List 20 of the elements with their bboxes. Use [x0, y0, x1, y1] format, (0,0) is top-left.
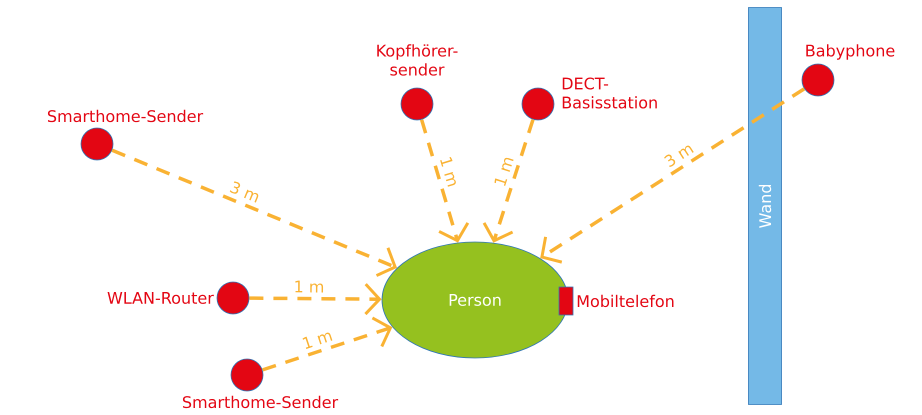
device-label: Smarthome-Sender — [182, 396, 338, 408]
edge-label: 1 m — [438, 154, 461, 190]
edge-label: 1 m — [292, 280, 326, 294]
arrow — [482, 119, 535, 243]
device-label: Kopfhörer-sender — [377, 44, 458, 76]
edge-label: 3 m — [227, 179, 263, 205]
arrow — [249, 283, 382, 316]
device-label: Mobiltelefon — [578, 294, 674, 308]
device-label: Smarthome-Sender — [48, 110, 204, 122]
wall-bar: Wand — [748, 7, 782, 405]
device-label: DECT-Basisstation — [562, 77, 657, 109]
edge-label: 1 m — [299, 328, 335, 351]
arrow — [420, 119, 470, 243]
arrow — [540, 87, 806, 264]
device-label: WLAN-Router — [108, 292, 214, 304]
device-label: Babyphone — [806, 44, 894, 60]
edge-label: 1 m — [492, 154, 516, 190]
arrow — [112, 148, 398, 277]
arrow — [262, 316, 392, 372]
edge-label: 3 m — [661, 140, 696, 170]
